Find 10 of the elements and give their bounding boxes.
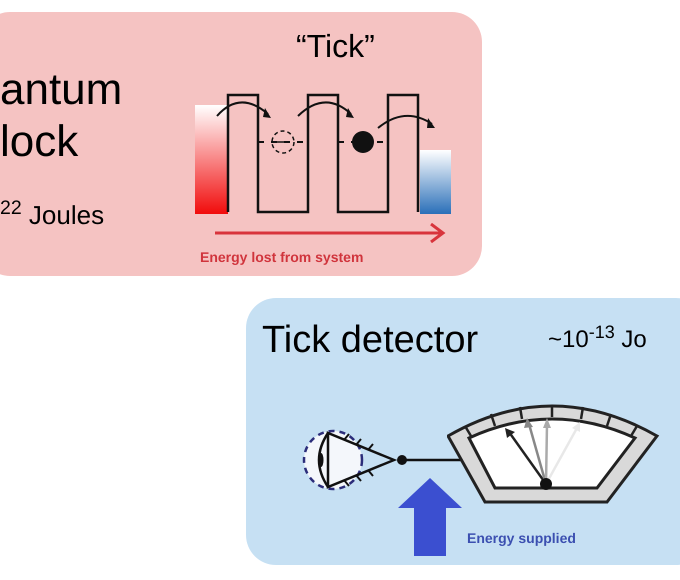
arrow-label: Energy lost from system bbox=[200, 248, 364, 267]
heading: Tick detector bbox=[262, 318, 478, 363]
energy-value: ~10$^{-13}$ Jo bbox=[548, 322, 647, 355]
connector-line bbox=[397, 455, 461, 465]
energy-value: $^{22}$ Joules bbox=[0, 196, 104, 232]
arrow-label: Energy supplied bbox=[467, 529, 576, 548]
detector-panel bbox=[246, 298, 680, 565]
tick-label: “Tick” bbox=[296, 27, 375, 66]
heading: antum lock bbox=[0, 64, 124, 168]
clock-panel bbox=[0, 12, 482, 276]
